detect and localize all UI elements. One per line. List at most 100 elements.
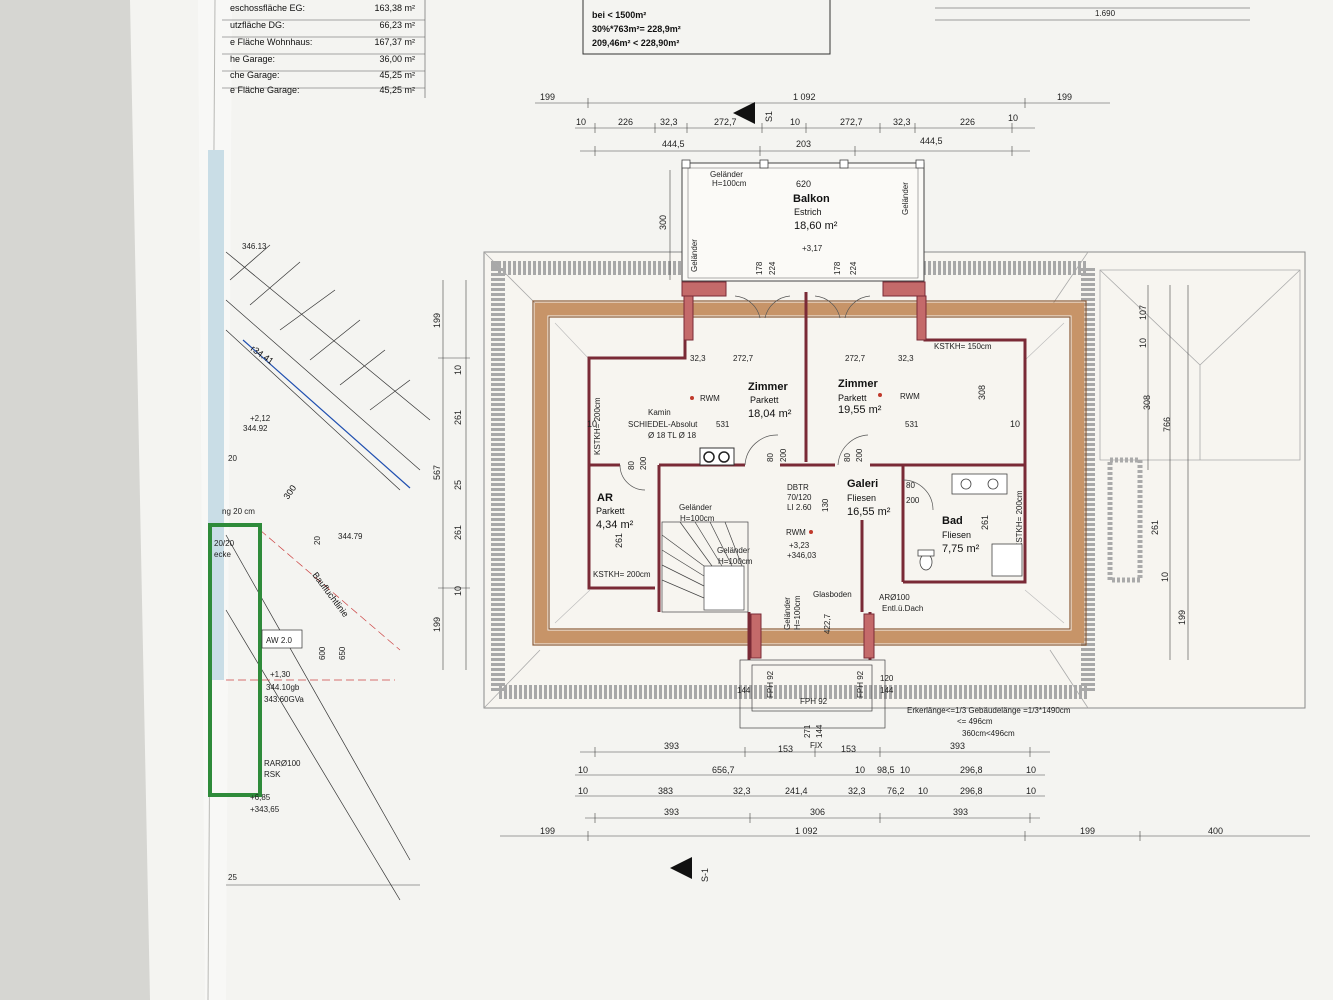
knee-wall-200-bottom: KSTKH= 200cm (593, 570, 651, 579)
balcony-railing-height: H=100cm (712, 179, 747, 188)
room-floor-zimmer1: Parkett (750, 395, 779, 405)
site-level-3: 343.60GVa (264, 695, 304, 704)
galeri-level-2: +346,03 (787, 551, 817, 560)
site-corner: ecke (214, 550, 231, 559)
right-dimension-lines (1147, 285, 1189, 660)
room-area-balkon: 18,60 m² (794, 220, 838, 232)
section-label-top: S1 (764, 111, 774, 122)
dim-bot-r3-0: 10 (578, 786, 588, 796)
dim-top-r2-2: 32,3 (660, 117, 678, 127)
site-level-4: +6,85 (250, 793, 271, 802)
dim-bot-r1-3: 393 (950, 741, 965, 751)
dim-bot-r4-2: 393 (953, 807, 968, 817)
balcony-railing-right: Geländer (901, 182, 910, 215)
room-floor-ar: Parkett (596, 506, 625, 516)
dim-120-right: 120 (880, 674, 894, 683)
dim-left-0: 199 (432, 313, 442, 328)
area-value-0: 163,38 m² (374, 3, 415, 13)
chimney-system: SCHIEDEL-Absolut (628, 420, 698, 429)
staircase (661, 521, 749, 613)
room-area-zimmer1: 18,04 m² (748, 408, 792, 420)
dim-531-right: 531 (905, 420, 919, 429)
room-floor-zimmer2: Parkett (838, 393, 867, 403)
attic-hatch-height: LI 2.60 (787, 503, 812, 512)
site-point-5: 20 (228, 454, 237, 463)
smoke-detector-icon (878, 393, 882, 397)
balcony: 300 (658, 159, 925, 282)
site-column: 20/20 (214, 539, 235, 548)
dim-200-z1: 200 (779, 448, 788, 462)
bay-rule-2: <= 496cm (957, 717, 993, 726)
dim-bot-r1-2: 153 (841, 744, 856, 754)
dim-80-z1: 80 (766, 453, 775, 462)
dim-144-center: 144 (815, 724, 824, 738)
area-value-1: 66,23 m² (379, 20, 415, 30)
dim-bot-r5-0: 199 (540, 826, 555, 836)
room-area-bad: 7,75 m² (942, 543, 980, 555)
left-dimension-lines (438, 280, 470, 670)
dim-bot-r3-8: 10 (1026, 786, 1036, 796)
area-value-3: 36,00 m² (379, 54, 415, 64)
balcony-level: +3,17 (802, 244, 823, 253)
dim-left-2: 261 (453, 410, 463, 425)
dim-261-ar: 261 (614, 533, 624, 548)
dim-308-inner: 308 (977, 385, 987, 400)
room-name-galeri: Galeri (847, 478, 878, 490)
area-value-5: 45,25 m² (379, 85, 415, 95)
vent-label: Entl.ü.Dach (882, 604, 923, 613)
dim-top-r3-0: 444,5 (662, 139, 685, 149)
wall-piers (681, 281, 927, 659)
dim-top-r3-1: 203 (796, 139, 811, 149)
balcony-railing-left: Geländer (690, 239, 699, 272)
wall-type-label: AW 2.0 (266, 636, 292, 645)
room-floor-galeri: Fliesen (847, 493, 876, 503)
section-arrow-bottom (670, 857, 692, 879)
balcony-width: 620 (796, 179, 811, 189)
dim-bot-r5-3: 400 (1208, 826, 1223, 836)
dim-bot-r3-4: 32,3 (848, 786, 866, 796)
attic-hatch-label: DBTR (787, 483, 809, 492)
dim-178-right: 178 (833, 261, 842, 275)
smoke-detector-icon (809, 530, 813, 534)
dim-224-right: 224 (849, 261, 858, 275)
dim-bot-r2-4: 10 (900, 765, 910, 775)
dim-200-z2: 200 (855, 448, 864, 462)
site-plan (225, 244, 431, 901)
top-right-dim-line: 1.690 (935, 7, 1250, 21)
top-dimension-lines (535, 98, 1110, 156)
dim-left-5: 261 (453, 525, 463, 540)
room-area-galeri: 16,55 m² (847, 506, 891, 518)
dim-4227: 422,7 (823, 613, 832, 634)
dim-right-6: 199 (1177, 610, 1187, 625)
site-point-8: 20 (313, 536, 322, 545)
site-point-1: 346.13 (242, 242, 267, 251)
chimney-diameter: Ø 18 TL Ø 18 (648, 431, 697, 440)
area-label-1: utzfläche DG: (230, 20, 285, 30)
dim-2727-left: 272,7 (733, 354, 754, 363)
dim-130: 130 (821, 498, 830, 512)
dim-200-bad: 200 (906, 496, 920, 505)
site-house-outline (208, 523, 262, 797)
balcony-railing-label: Geländer (710, 170, 743, 179)
dim-531-left: 531 (716, 420, 730, 429)
site-level-2: 344.10gb (266, 683, 300, 692)
site-dim-25: 25 (228, 873, 237, 882)
dim-top-r2-6: 32,3 (893, 117, 911, 127)
dim-bot-r2-3: 98,5 (877, 765, 895, 775)
dim-10-inner-right: 10 (1010, 419, 1020, 429)
dim-top-r2-1: 226 (618, 117, 633, 127)
dim-top-r1-0: 199 (540, 92, 555, 102)
smoke-detector-3: RWM (786, 528, 806, 537)
room-area-zimmer2: 19,55 m² (838, 404, 882, 416)
dim-left-7: 199 (432, 617, 442, 632)
dim-right-1: 10 (1138, 338, 1148, 348)
chimney-label: Kamin (648, 408, 671, 417)
dim-80-z2: 80 (843, 453, 852, 462)
dim-left-1: 10 (453, 365, 463, 375)
dim-200-ar: 200 (639, 456, 648, 470)
dim-bot-r1-1: 153 (778, 744, 793, 754)
bay-rule-3: 360cm<496cm (962, 729, 1015, 738)
dim-bot-r3-1: 383 (658, 786, 673, 796)
area-label-5: e Fläche Garage: (230, 85, 300, 95)
